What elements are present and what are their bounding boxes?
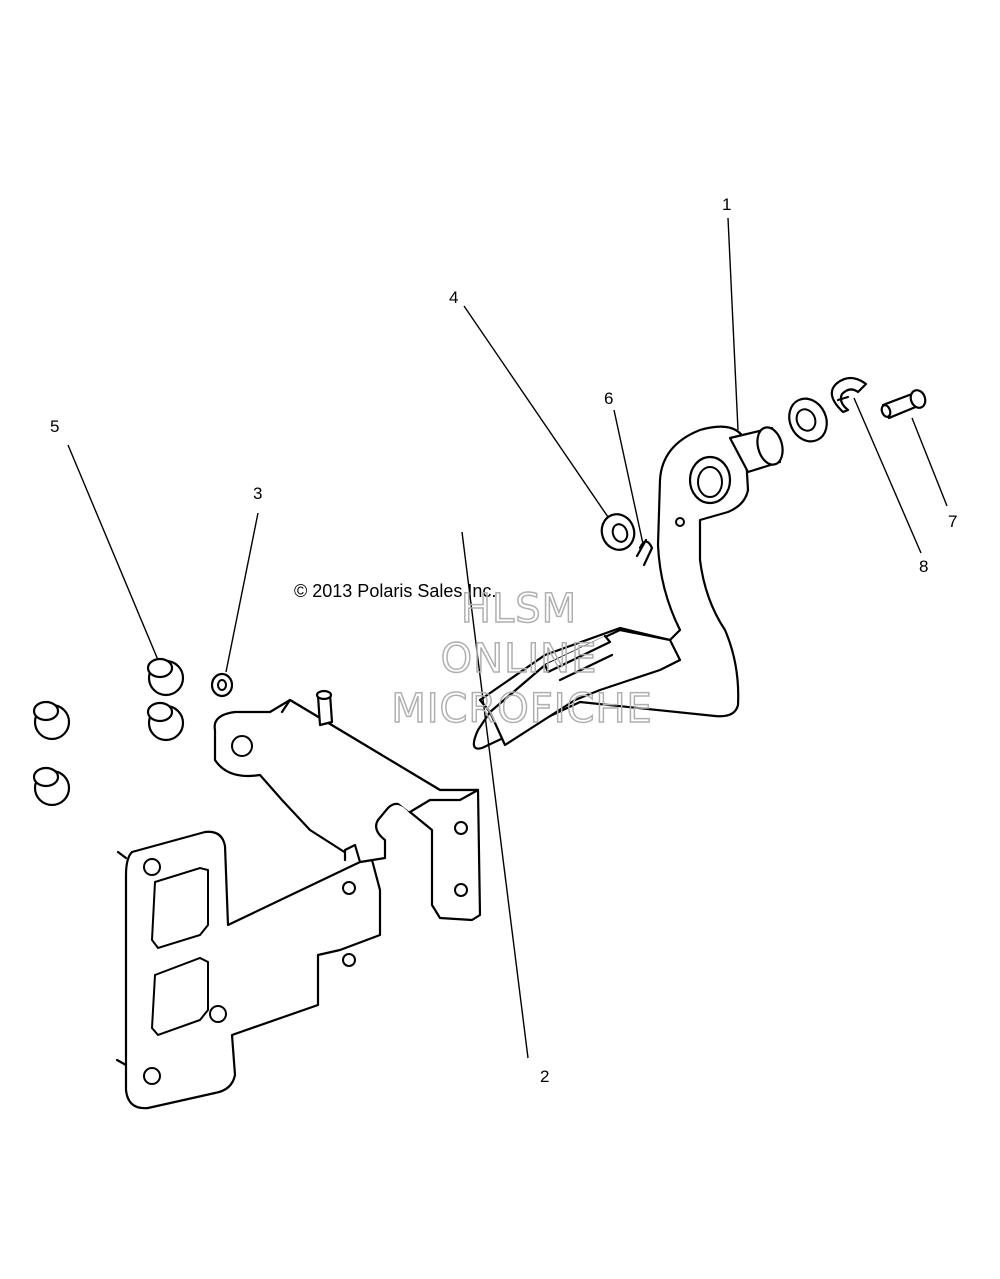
flange-nut-3: [146, 701, 185, 742]
flange-nut-4: [32, 766, 71, 807]
callout-5: 5: [50, 417, 59, 436]
callouts: 1 2 3 4 5 6 7 8: [50, 195, 957, 1086]
callout-7: 7: [948, 512, 957, 531]
callout-8: 8: [919, 557, 928, 576]
watermark-line-1: HLSM: [461, 586, 577, 632]
callout-3: 3: [253, 484, 262, 503]
callout-6: 6: [604, 389, 613, 408]
flange-nut-1: [146, 657, 185, 697]
leader-lines: [67, 217, 948, 1059]
copyright-text: © 2013 Polaris Sales Inc.: [294, 581, 496, 601]
watermark: HLSM ONLINE MICROFICHE: [390, 585, 653, 733]
hairpin-clip: [635, 538, 654, 567]
bushing-right: [788, 397, 828, 443]
lock-washer: [210, 672, 234, 698]
mounting-bracket: [115, 689, 482, 1110]
callout-1: 1: [722, 195, 731, 214]
callout-2: 2: [540, 1067, 549, 1086]
callout-4: 4: [449, 288, 458, 307]
flange-nut-2: [32, 700, 71, 741]
e-clip: [830, 376, 868, 414]
watermark-line-2: ONLINE: [441, 636, 598, 682]
brake-pedal: [472, 425, 784, 750]
clevis-pin: [880, 389, 927, 420]
bushing-left: [600, 513, 636, 551]
watermark-line-3: MICROFICHE: [391, 686, 653, 732]
